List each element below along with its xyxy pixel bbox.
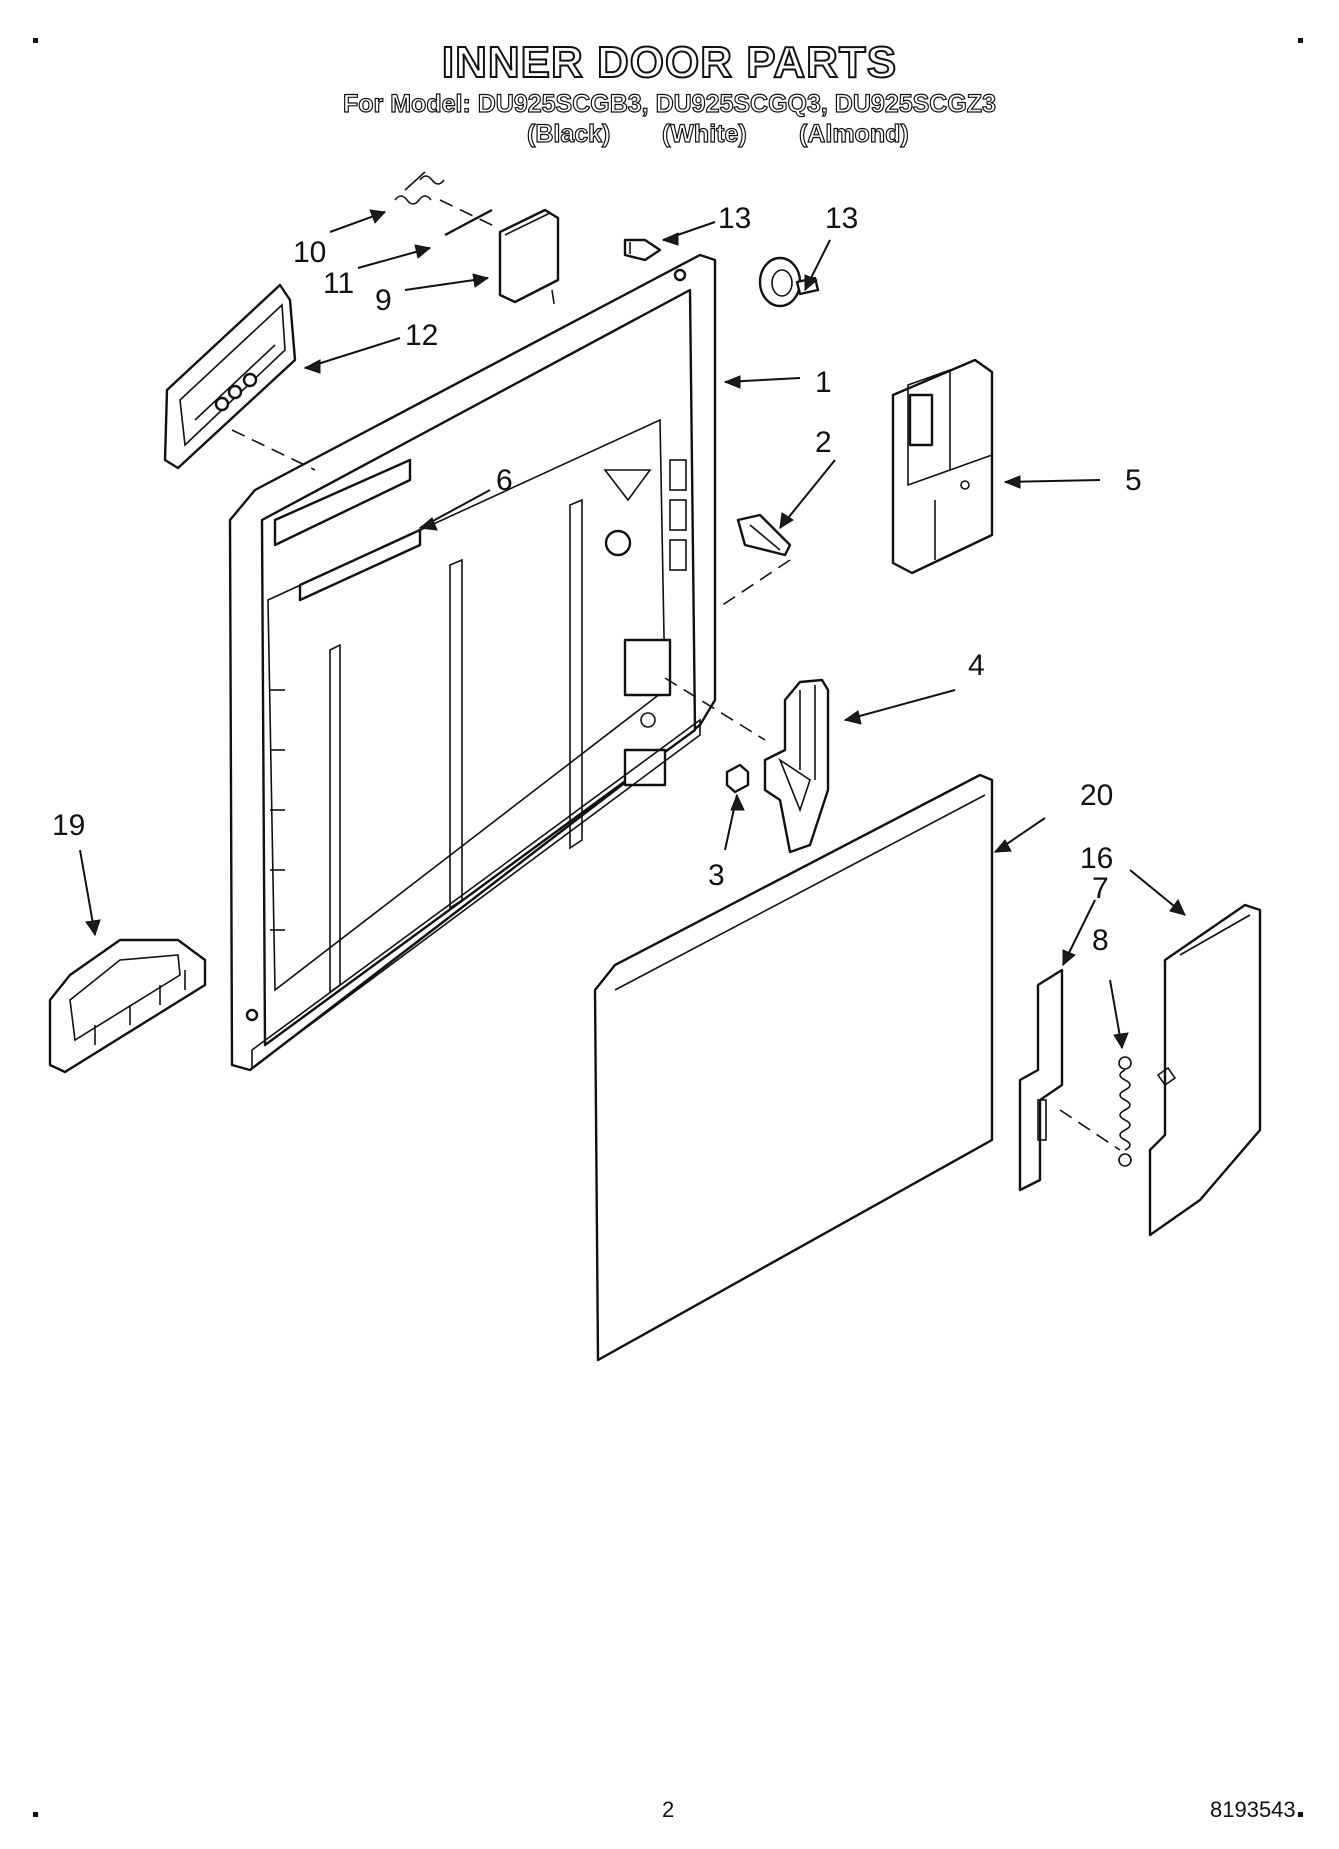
part-20-outer-door-panel — [593, 773, 994, 1362]
arrowhead-3 — [730, 793, 745, 811]
leader-5 — [1004, 479, 1101, 483]
part-12-vent-louver — [163, 283, 297, 470]
assembly-line-12 — [231, 429, 316, 471]
callout-20: 20 — [1080, 779, 1113, 812]
callout-6: 6 — [496, 464, 513, 497]
callout-9: 9 — [375, 284, 392, 317]
registration-mark-bottom-right — [1298, 1812, 1303, 1817]
part-15-screw — [623, 238, 662, 262]
callout-3: 3 — [708, 859, 725, 892]
callout-7: 7 — [1092, 872, 1109, 905]
assembly-line-10 — [439, 199, 499, 229]
callout-16: 16 — [1080, 842, 1113, 875]
arrowhead-8 — [1113, 1032, 1129, 1050]
part-9-cover — [498, 208, 560, 304]
assembly-line-8 — [1059, 1109, 1121, 1151]
callout-11: 11 — [323, 267, 354, 300]
callout-1: 1 — [815, 366, 832, 399]
arrowhead-19 — [85, 919, 101, 937]
arrowhead-16 — [1169, 899, 1186, 916]
arrowhead-13 — [804, 274, 818, 292]
callout-10: 10 — [293, 236, 326, 269]
callout-12: 12 — [405, 319, 438, 352]
part-11-pin — [444, 208, 493, 237]
arrowhead-15 — [661, 232, 679, 246]
part-3-bumper — [725, 763, 750, 794]
page-number: 2 — [662, 1797, 675, 1822]
arrowhead-6 — [418, 517, 438, 531]
part-2-clip — [736, 513, 792, 557]
part-10-spring — [394, 171, 445, 205]
leader-12 — [304, 337, 401, 369]
arrowhead-5 — [1003, 475, 1021, 489]
arrowhead-4 — [843, 710, 862, 725]
arrowhead-7 — [1062, 949, 1076, 967]
assembly-line-2 — [717, 559, 791, 609]
callout-15: 13 — [718, 202, 751, 235]
part-8-spring — [1118, 1056, 1132, 1167]
arrowhead-10 — [369, 209, 387, 224]
part-16-side-trim — [1148, 903, 1262, 1237]
arrowhead-12 — [303, 359, 321, 374]
arrowhead-11 — [414, 244, 432, 259]
part-7-strike-plate — [1018, 968, 1064, 1192]
arrowhead-9 — [472, 273, 490, 288]
arrowhead-1 — [723, 375, 741, 389]
callout-5: 5 — [1125, 464, 1142, 497]
arrowhead-2 — [779, 512, 794, 529]
variant-almond: (Almond) — [798, 119, 909, 148]
document-number: 8193543 — [1210, 1797, 1296, 1822]
part-1-inner-door-panel — [228, 253, 717, 1072]
callout-13: 13 — [825, 202, 858, 235]
part-4-latch-lever — [763, 678, 830, 854]
assembly-line-9 — [551, 289, 556, 311]
callout-2: 2 — [815, 426, 832, 459]
registration-mark-bottom-left — [33, 1812, 38, 1817]
callout-8: 8 — [1092, 924, 1109, 957]
page-title: INNER DOOR PARTS — [441, 37, 898, 88]
callout-19: 19 — [52, 809, 85, 842]
assembly-line-4 — [664, 677, 766, 741]
leader-4 — [844, 689, 956, 721]
arrowhead-20 — [993, 839, 1012, 853]
leader-2 — [779, 459, 836, 529]
part-5-latch-housing — [891, 358, 994, 575]
callout-4: 4 — [968, 649, 985, 682]
variant-white: (White) — [661, 119, 747, 148]
registration-mark-top-right — [1298, 38, 1303, 43]
part-19-bottom-trim — [48, 938, 207, 1074]
variant-black: (Black) — [526, 119, 611, 148]
registration-mark-top-left — [33, 38, 38, 43]
model-list: For Model: DU925SCGB3, DU925SCGQ3, DU925… — [342, 89, 996, 118]
